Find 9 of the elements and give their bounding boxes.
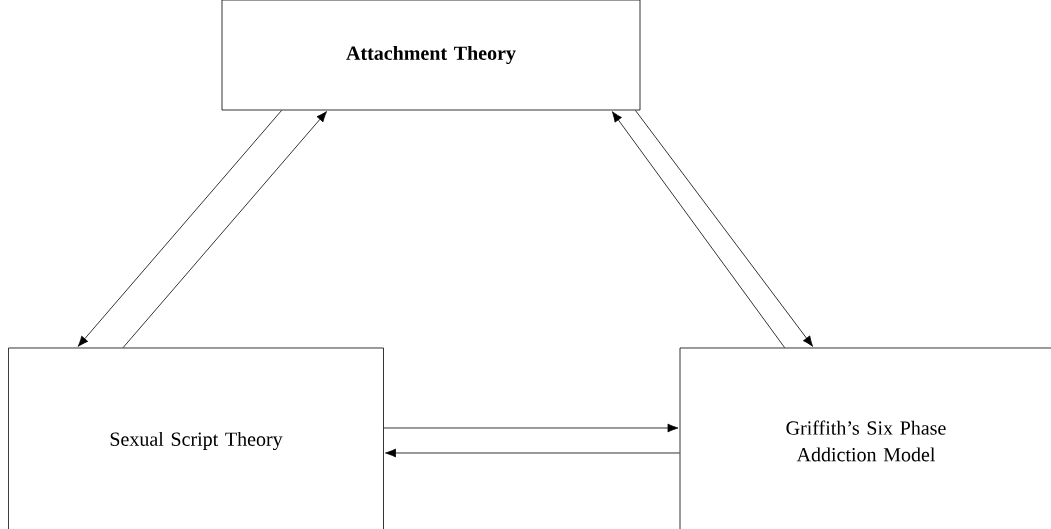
theory-box: Attachment Theory	[221, 0, 641, 111]
theory-box: Griffith’s Six Phase Addiction Model	[679, 347, 1051, 529]
arrow	[383, 423, 679, 433]
arrow	[385, 448, 680, 458]
arrow	[611, 111, 785, 348]
arrow	[635, 110, 814, 347]
arrow	[77, 110, 282, 347]
arrow	[122, 111, 327, 348]
theory-box: Sexual Script Theory	[8, 347, 384, 529]
